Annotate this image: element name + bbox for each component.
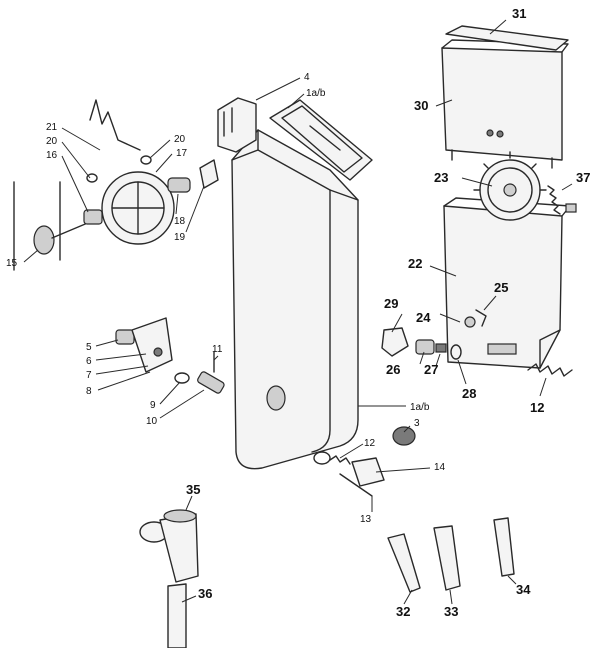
- part-23-gear: [473, 151, 547, 221]
- label-28: 28: [462, 386, 476, 401]
- part-31-cover: [445, 25, 569, 51]
- label-10: 10: [146, 416, 158, 427]
- label-7: 7: [86, 370, 92, 381]
- main-tank: [231, 129, 359, 470]
- label-27: 27: [424, 362, 438, 377]
- label-17: 17: [176, 148, 188, 159]
- label-14: 14: [434, 462, 446, 473]
- label-20-right: 20: [174, 134, 186, 145]
- label-12-bottom: 12: [364, 438, 376, 449]
- label-1ab-top: 1a/b: [306, 88, 326, 99]
- label-21: 21: [46, 122, 58, 133]
- label-33: 33: [444, 604, 458, 619]
- parts-32-33-34: [387, 517, 515, 593]
- label-20-left: 20: [46, 136, 58, 147]
- label-22: 22: [408, 256, 422, 271]
- label-9: 9: [150, 400, 156, 411]
- left-bracket-assembly: [115, 317, 225, 394]
- label-3: 3: [414, 418, 420, 429]
- part-labels: 4 1a/b 1a/b 3 12 14 13 31 30 23 37 22 25…: [6, 6, 590, 619]
- part-12-spring-right: [527, 363, 573, 377]
- leader-lines: [23, 19, 573, 605]
- label-19: 19: [174, 232, 186, 243]
- valve-assembly: [381, 327, 462, 360]
- label-12-right: 12: [530, 400, 544, 415]
- label-5: 5: [86, 342, 92, 353]
- label-23: 23: [434, 170, 448, 185]
- label-4: 4: [304, 72, 310, 83]
- label-36: 36: [198, 586, 212, 601]
- label-13: 13: [360, 514, 372, 525]
- part-37-spring: [547, 185, 577, 215]
- label-1ab-side: 1a/b: [410, 402, 430, 413]
- label-24: 24: [416, 310, 431, 325]
- label-25: 25: [494, 280, 508, 295]
- label-30: 30: [414, 98, 428, 113]
- part-35-36-pipe: [139, 509, 199, 648]
- label-35: 35: [186, 482, 200, 497]
- part-3-cap: [392, 426, 416, 446]
- label-29: 29: [384, 296, 398, 311]
- label-32: 32: [396, 604, 410, 619]
- part-4-bracket: [217, 97, 257, 153]
- label-37: 37: [576, 170, 590, 185]
- label-34: 34: [516, 582, 531, 597]
- label-6: 6: [86, 356, 92, 367]
- part-22-housing: [443, 197, 571, 369]
- label-8: 8: [86, 386, 92, 397]
- part-30-housing: [441, 39, 569, 169]
- label-16: 16: [46, 150, 58, 161]
- label-26: 26: [386, 362, 400, 377]
- label-31: 31: [512, 6, 526, 21]
- label-18: 18: [174, 216, 186, 227]
- label-15: 15: [6, 258, 18, 269]
- sprocket-assembly: [13, 99, 219, 271]
- label-11: 11: [212, 344, 223, 355]
- bottom-fitting: [313, 451, 385, 497]
